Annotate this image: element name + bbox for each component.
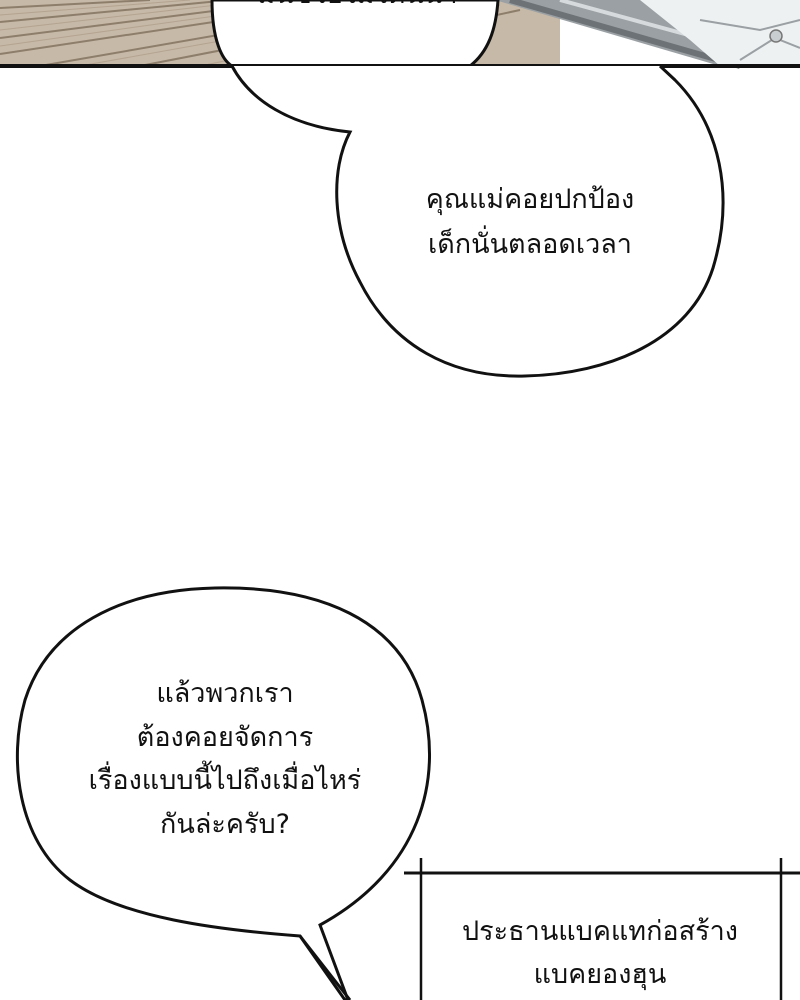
caption-box bbox=[404, 858, 800, 1000]
bottom-bubble-text: แล้วพวกเรา ต้องคอยจัดการ เรื่องแบบนี้ไปถ… bbox=[40, 672, 410, 847]
top-bubble-line: มันช่วยไม่ได้นี่นา bbox=[220, 0, 495, 18]
caption-text: ประธานแบคแทก่อสร้าง แบคยองฮุน bbox=[430, 910, 770, 996]
middle-speech-bubble bbox=[230, 64, 725, 378]
middle-bubble-text: คุณแม่คอยปกป้อง เด็กนั่นตลอดเวลา bbox=[370, 178, 690, 267]
bottom-bubble-line-2: ต้องคอยจัดการ bbox=[136, 721, 314, 753]
top-panel bbox=[0, 0, 800, 69]
bottom-speech-bubble bbox=[15, 586, 432, 1000]
metal-object bbox=[495, 0, 800, 69]
bottom-bubble-line-1: แล้วพวกเรา bbox=[156, 678, 294, 709]
middle-bubble-line-2: เด็กนั่นตลอดเวลา bbox=[428, 228, 632, 260]
caption-line-2: แบคยองฮุน bbox=[533, 959, 667, 991]
bottom-bubble-line-4: กันล่ะครับ? bbox=[160, 809, 290, 841]
top-bubble-text: มันช่วยไม่ได้นี่นา bbox=[220, 0, 495, 18]
middle-bubble-line-1: คุณแม่คอยปกป้อง bbox=[425, 184, 635, 215]
bottom-bubble-line-3: เรื่องแบบนี้ไปถึงเมื่อไหร่ bbox=[88, 765, 362, 797]
caption-line-1: ประธานแบคแทก่อสร้าง bbox=[462, 916, 738, 947]
